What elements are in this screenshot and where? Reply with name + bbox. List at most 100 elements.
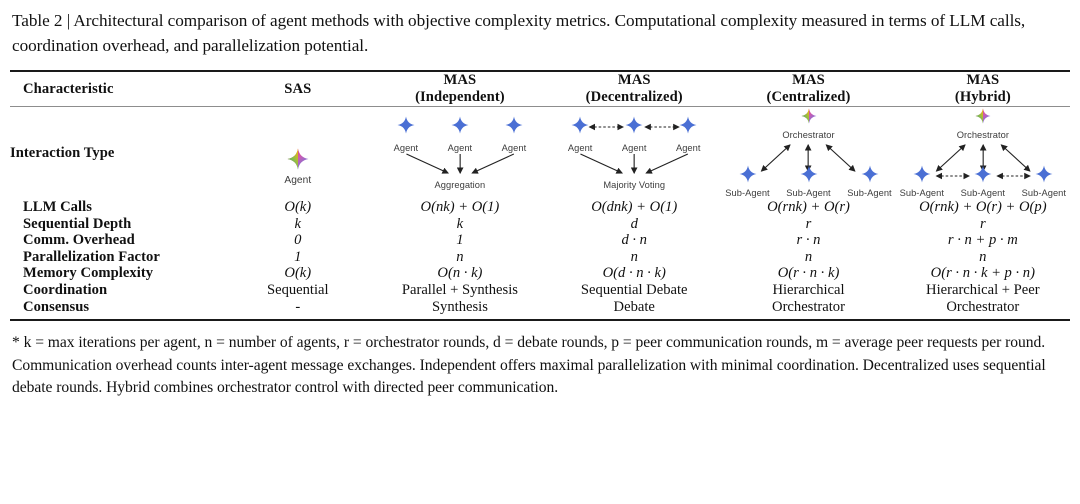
table-footnote: * k = max iterations per agent, n = numb… <box>12 334 1046 397</box>
agent-label: Agent <box>393 143 419 154</box>
row-label-interaction-type: Interaction Type <box>10 144 115 161</box>
row-cell: n <box>456 248 464 265</box>
sub-agent-star-icon <box>974 165 992 183</box>
agent-star-icon <box>287 148 309 170</box>
row-cell: Sequential <box>266 281 329 298</box>
diagram-arrows <box>896 107 1070 199</box>
diagram-independent: Agent Agent Agent Aggregation <box>373 107 547 200</box>
sub-agent-label: Sub-Agent <box>1021 188 1067 199</box>
agent-star-icon <box>571 116 589 134</box>
table-body: Interaction Type <box>10 107 1070 321</box>
diagram-decentralized: Agent Agent Agent Majority Voting <box>547 107 721 200</box>
column-header-line2: (Decentralized) <box>585 89 683 105</box>
row-cell: - <box>295 298 301 315</box>
row-cell: k <box>456 215 464 232</box>
row-cell: r <box>805 215 812 232</box>
row-cell: O(k) <box>284 265 312 282</box>
agent-label: Agent <box>284 175 312 187</box>
row-cell: k <box>294 215 302 232</box>
row-label: Sequential Depth <box>23 215 132 232</box>
row-cell: 1 <box>456 232 464 249</box>
column-header-line2: (Independent) <box>415 89 505 105</box>
row-cell: Orchestrator <box>946 298 1020 315</box>
column-header-mas-independent: MAS (Independent) <box>373 71 547 107</box>
row-cell: O(k) <box>284 199 312 215</box>
column-header-sas: SAS <box>223 71 373 107</box>
diagram-sas: Agent <box>223 107 373 200</box>
agent-label: Agent <box>501 143 527 154</box>
column-header-line1: MAS <box>792 72 825 88</box>
agent-star-icon <box>625 116 643 134</box>
row-cell: O(r · n · k) <box>777 265 840 282</box>
column-header-line2: (Hybrid) <box>954 89 1011 105</box>
table-row: Consensus - Synthesis Debate Orchestrato… <box>10 299 1070 321</box>
table-row: Parallelization Factor 1 n n n n <box>10 249 1070 266</box>
row-cell: O(r · n · k + p · n) <box>930 265 1035 282</box>
agent-star-icon <box>451 116 469 134</box>
row-cell: n <box>630 248 638 265</box>
row-label: Coordination <box>23 281 108 298</box>
row-cell: O(rnk) + O(r) + O(p) <box>919 199 1047 215</box>
sub-agent-label: Sub-Agent <box>847 188 892 199</box>
column-header-line1: SAS <box>284 80 312 97</box>
orchestrator-star-icon <box>975 108 991 124</box>
agent-star-icon <box>679 116 697 134</box>
row-cell: r <box>979 215 986 232</box>
row-cell: d <box>630 215 638 232</box>
sub-agent-star-icon <box>861 165 878 183</box>
sub-agent-label: Sub-Agent <box>725 188 770 199</box>
column-header-line2: (Centralized) <box>766 89 851 105</box>
row-cell: 0 <box>294 232 302 249</box>
row-label: Comm. Overhead <box>23 232 135 249</box>
sub-agent-star-icon <box>913 165 931 183</box>
orchestrator-label: Orchestrator <box>782 130 835 141</box>
comparison-table: Characteristic SAS MAS (Independent) MAS… <box>10 70 1070 321</box>
column-header-mas-centralized: MAS (Centralized) <box>721 71 895 107</box>
agent-star-icon <box>397 116 415 134</box>
sub-agent-star-icon <box>1035 165 1053 183</box>
row-label: Consensus <box>23 298 90 315</box>
table-row: Comm. Overhead 0 1 d · n r · n r · n + p… <box>10 232 1070 249</box>
row-label: LLM Calls <box>23 199 92 215</box>
row-cell: n <box>804 248 813 265</box>
aggregation-label: Aggregation <box>434 179 486 190</box>
row-cell: Sequential Debate <box>580 281 688 298</box>
row-cell: d · n <box>621 232 647 249</box>
row-cell: r · n <box>796 232 821 249</box>
sub-agent-star-icon <box>800 165 817 183</box>
row-cell: Synthesis <box>431 298 488 315</box>
agent-label: Agent <box>567 143 593 154</box>
diagram-hybrid: Orchestrator Sub-Agent Sub-Agen <box>896 107 1070 200</box>
column-header-characteristic: Characteristic <box>10 71 223 107</box>
row-cell: Orchestrator <box>772 298 845 315</box>
row-label: Memory Complexity <box>23 265 154 282</box>
orchestrator-star-icon <box>801 108 816 124</box>
column-header-line1: MAS <box>617 72 651 88</box>
table-row: Coordination Sequential Parallel + Synth… <box>10 282 1070 299</box>
header-row: Characteristic SAS MAS (Independent) MAS… <box>10 71 1070 107</box>
table-caption: Table 2 | Architectural comparison of ag… <box>12 11 1026 55</box>
agent-label: Agent <box>621 143 647 154</box>
row-cell: O(n · k) <box>437 265 483 282</box>
row-cell: O(d · n · k) <box>602 265 666 282</box>
row-cell: O(dnk) + O(1) <box>591 199 678 215</box>
row-cell: n <box>979 248 987 265</box>
column-header-line1: MAS <box>966 72 1000 88</box>
agent-label: Agent <box>447 143 473 154</box>
table-row-interaction-type: Interaction Type <box>10 107 1070 200</box>
row-cell: Hierarchical + Peer <box>926 281 1040 298</box>
row-cell: r · n + p · m <box>947 232 1018 249</box>
column-header-line1: Characteristic <box>23 80 114 97</box>
table-container: Characteristic SAS MAS (Independent) MAS… <box>10 70 1070 321</box>
row-cell: O(nk) + O(1) <box>420 199 500 215</box>
column-header-mas-hybrid: MAS (Hybrid) <box>896 71 1070 107</box>
column-header-line1: MAS <box>443 72 477 88</box>
table-row: Sequential Depth k k d r r <box>10 216 1070 233</box>
sub-agent-label: Sub-Agent <box>899 188 944 199</box>
row-cell: Debate <box>613 298 655 315</box>
row-cell: O(rnk) + O(r) <box>767 199 850 215</box>
row-cell: 1 <box>294 248 302 265</box>
agent-label: Agent <box>675 143 701 154</box>
diagram-arrows <box>373 107 547 199</box>
